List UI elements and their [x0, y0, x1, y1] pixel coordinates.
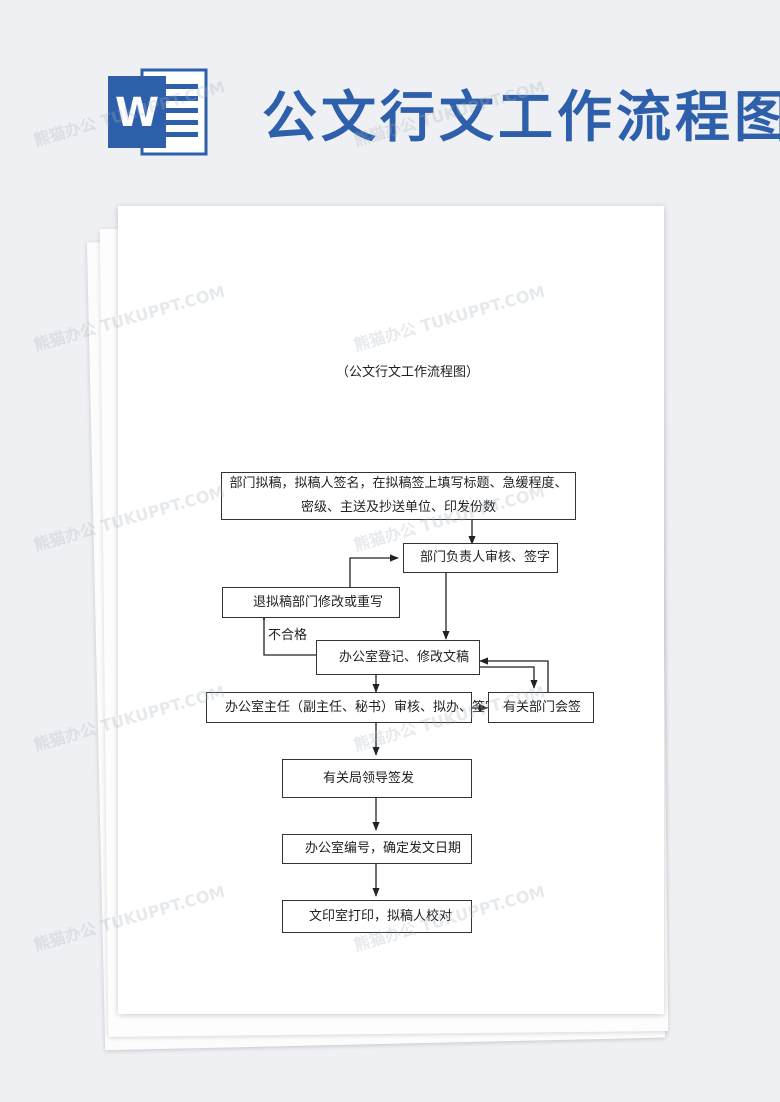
node-countersign: 有关部门会签 — [488, 692, 594, 723]
node-print-proof: 文印室打印，拟稿人校对 — [282, 900, 472, 933]
header-banner: W 公文行文工作流程图 — [0, 0, 780, 190]
arrow-countersign-to-register — [479, 657, 549, 692]
node-countersign-label: 有关部门会签 — [503, 699, 582, 715]
node-draft: 部门拟稿，拟稿人签名，在拟稿签上填写标题、急缓程度、 密级、主送及抄送单位、印发… — [221, 472, 576, 520]
node-return-revise-label: 退拟稿部门修改或重写 — [253, 594, 384, 610]
arrow-register-to-return — [263, 618, 316, 656]
document-title: （公文行文工作流程图） — [336, 365, 480, 380]
node-director-review-label: 办公室主任（副主任、秘书）审核、拟办、签字 — [225, 699, 499, 715]
node-dept-review: 部门负责人审核、签字 — [403, 543, 558, 573]
node-leader-sign: 有关局领导签发 — [282, 759, 472, 798]
node-office-register-label: 办公室登记、修改文稿 — [339, 649, 470, 665]
document-page: （公文行文工作流程图） — [118, 206, 664, 1014]
node-dept-review-label: 部门负责人审核、签字 — [420, 550, 551, 565]
word-document-icon: W — [108, 68, 208, 156]
node-office-number-label: 办公室编号，确定发文日期 — [305, 841, 462, 856]
word-icon-letter: W — [115, 90, 159, 136]
node-print-proof-label: 文印室打印，拟稿人校对 — [309, 908, 453, 924]
node-office-register: 办公室登记、修改文稿 — [316, 640, 480, 675]
node-office-number: 办公室编号，确定发文日期 — [282, 834, 472, 864]
node-draft-line1: 部门拟稿，拟稿人签名，在拟稿签上填写标题、急缓程度、 — [229, 476, 568, 491]
node-draft-line2: 密级、主送及抄送单位、印发份数 — [300, 500, 496, 515]
node-director-review: 办公室主任（副主任、秘书）审核、拟办、签字 — [206, 692, 498, 723]
page-title: 公文行文工作流程图 — [262, 84, 780, 149]
edge-label-fail: 不合格 — [268, 628, 308, 643]
flow-connectors — [260, 520, 549, 897]
arrow-return-to-review — [349, 554, 399, 587]
node-leader-sign-label: 有关局领导签发 — [323, 770, 415, 786]
node-return-revise: 退拟稿部门修改或重写 — [222, 587, 400, 618]
arrow-register-to-countersign — [480, 666, 538, 689]
